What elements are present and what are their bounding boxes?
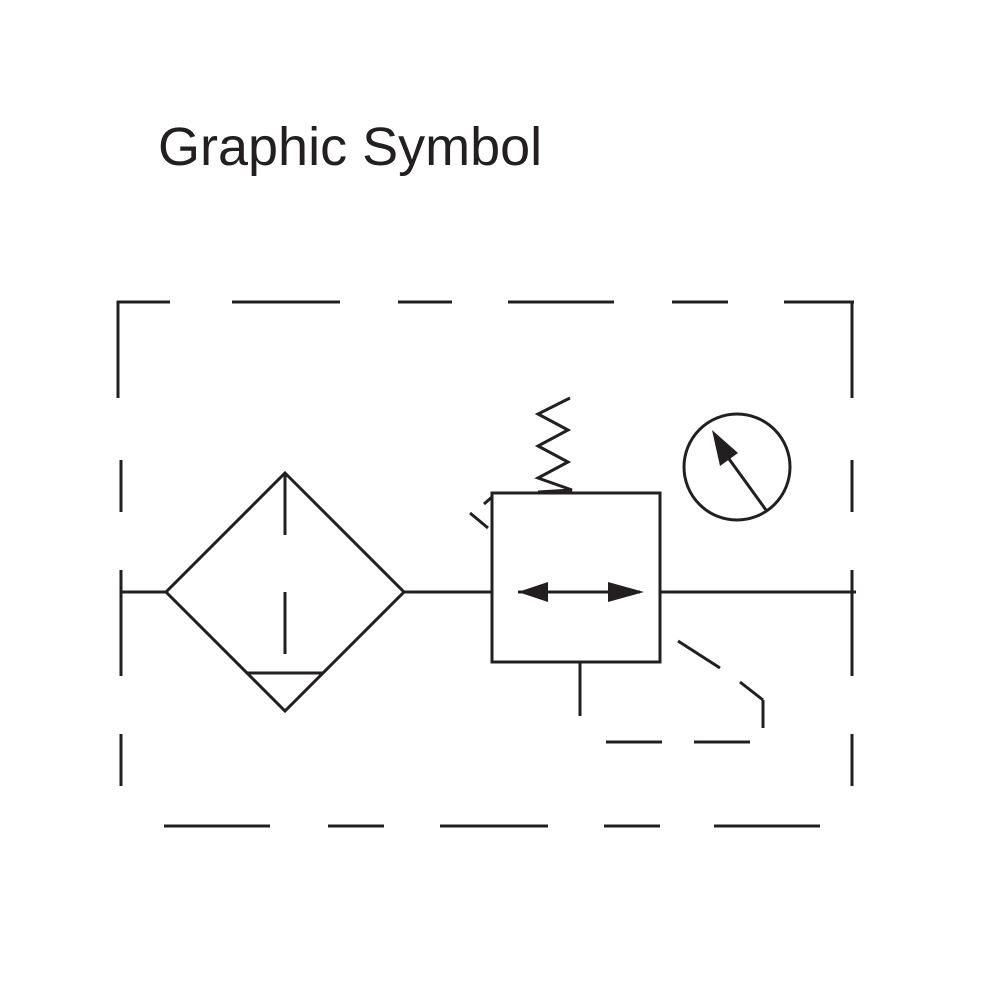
- filter-diamond: [163, 470, 407, 714]
- pilot-line-dash: [677, 639, 721, 670]
- flow-arrow-right-icon: [608, 582, 644, 602]
- vent-tick-short: [483, 495, 493, 506]
- pressure-gauge-symbol: [682, 412, 792, 522]
- regulator-symbol: [469, 396, 765, 744]
- vent-tick: [469, 511, 489, 530]
- gauge-arrow-icon: [712, 430, 738, 466]
- gauge-needle: [722, 451, 768, 511]
- filter-symbol: [163, 470, 407, 714]
- enclosure-boundary: [116, 300, 854, 828]
- pilot-line-dash: [739, 680, 764, 702]
- diagram-title: Graphic Symbol: [158, 117, 543, 177]
- flow-arrow-left-icon: [518, 582, 548, 602]
- gauge-dial: [682, 412, 792, 522]
- regulator-body: [490, 491, 662, 664]
- spring-icon: [534, 396, 573, 494]
